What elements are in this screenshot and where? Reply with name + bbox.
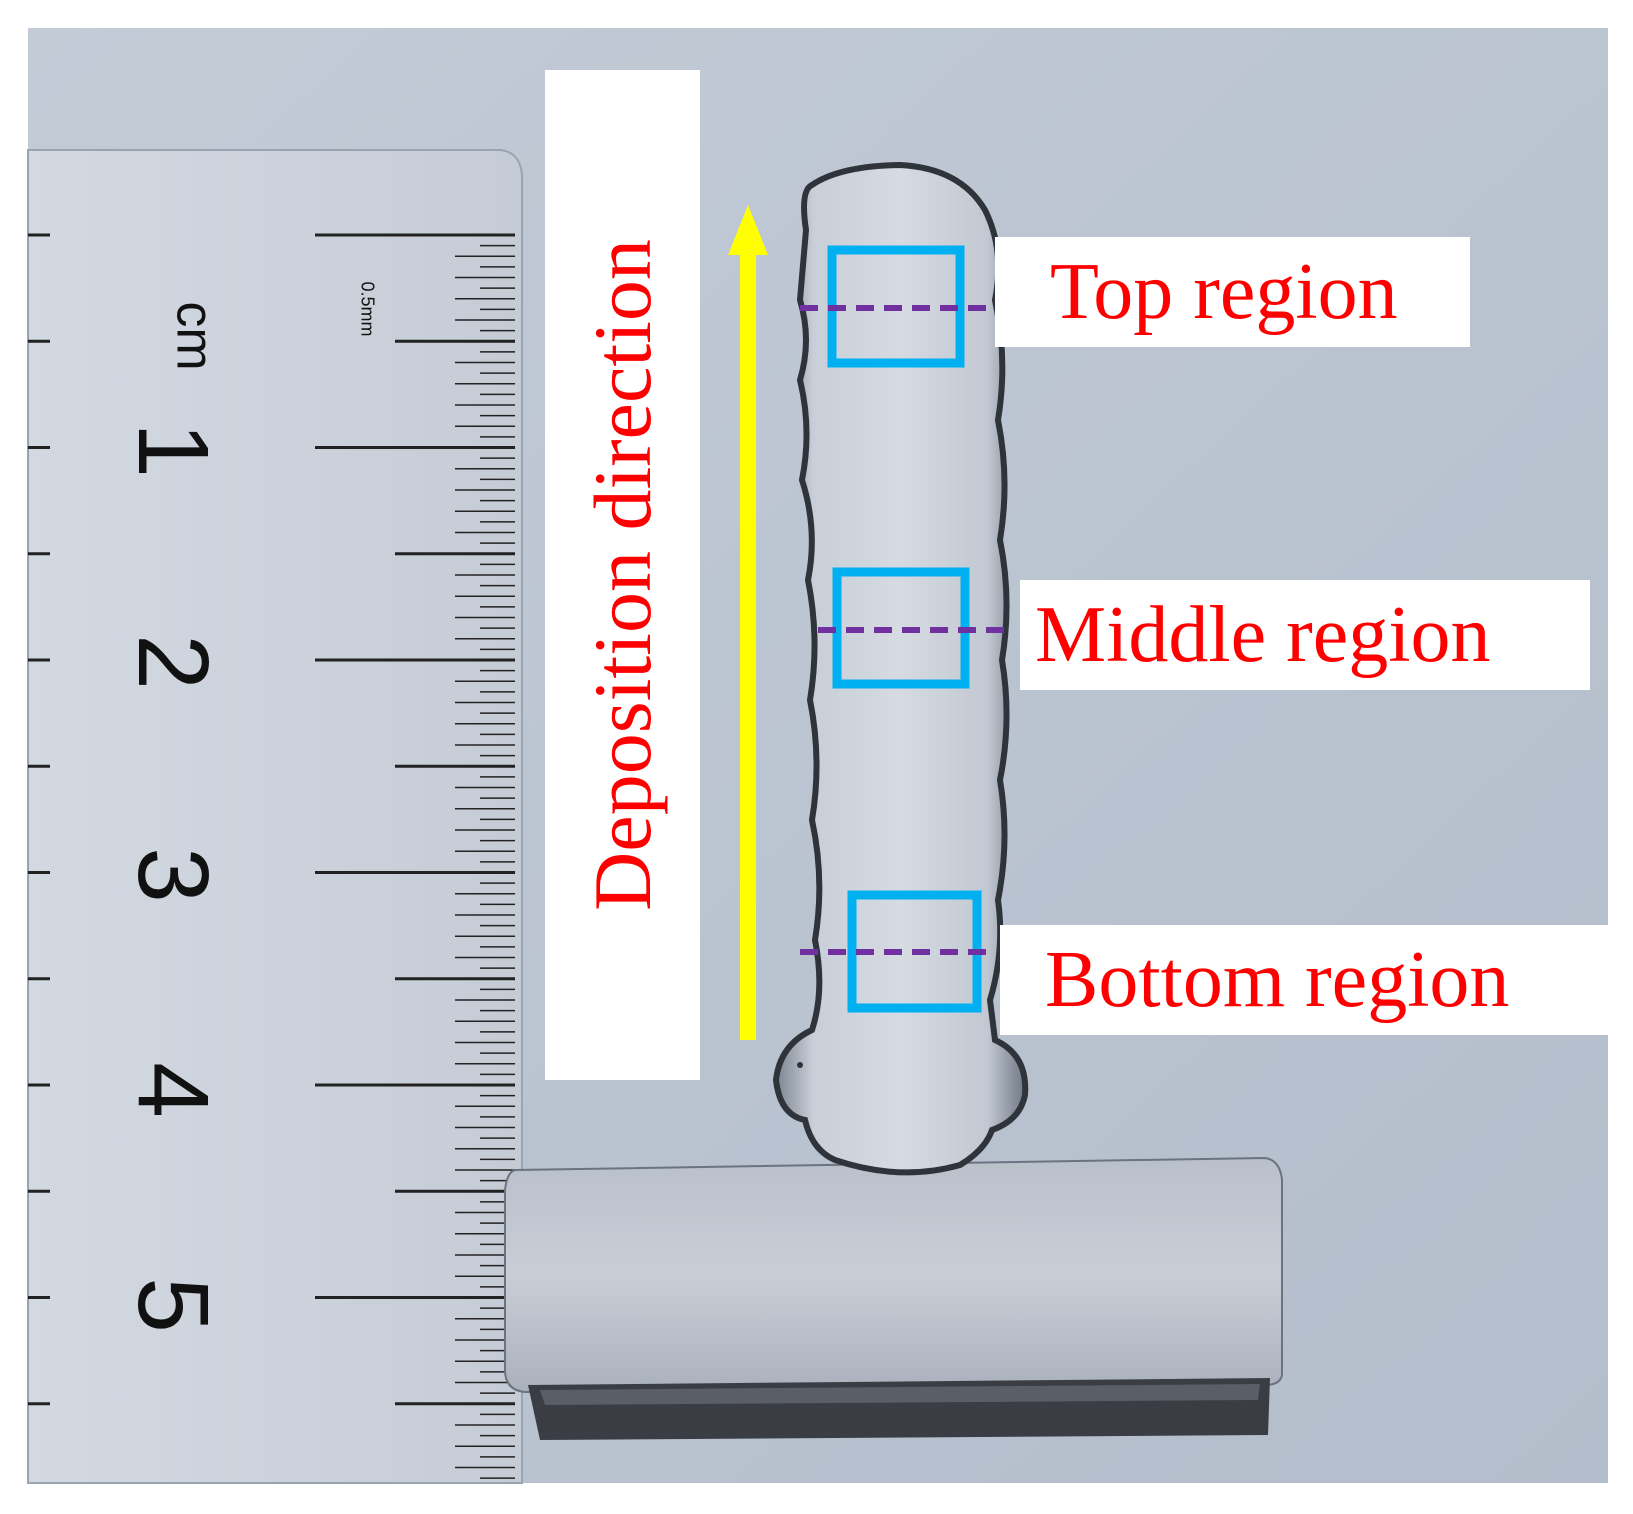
deposited-wall (772, 161, 1029, 1176)
bottom-region-label: Bottom region (1045, 936, 1510, 1024)
ruler-number-1: 1 (116, 422, 229, 478)
deposition-arrow (728, 205, 768, 1040)
deposition-direction-label: Deposition direction (576, 239, 668, 911)
ruler-number-2: 2 (116, 634, 229, 690)
ruler-number-3: 3 (116, 847, 229, 903)
deposition-direction-box: Deposition direction (545, 70, 700, 1080)
ruler-number-5: 5 (116, 1277, 229, 1333)
middle-region-label-box: Middle region (1020, 580, 1590, 690)
bottom-region-label-box: Bottom region (1000, 925, 1608, 1035)
ruler (27, 149, 523, 1484)
ruler-number-4: 4 (116, 1062, 229, 1118)
ruler-ticks (28, 233, 515, 1479)
middle-region-label: Middle region (1035, 591, 1491, 679)
top-region-label: Top region (1050, 248, 1398, 336)
ruler-unit-label: cm (165, 301, 224, 371)
ruler-subunit-label: 0.5mm (357, 281, 378, 337)
substrate-plate (504, 1156, 1283, 1440)
top-region-label-box: Top region (995, 237, 1470, 347)
